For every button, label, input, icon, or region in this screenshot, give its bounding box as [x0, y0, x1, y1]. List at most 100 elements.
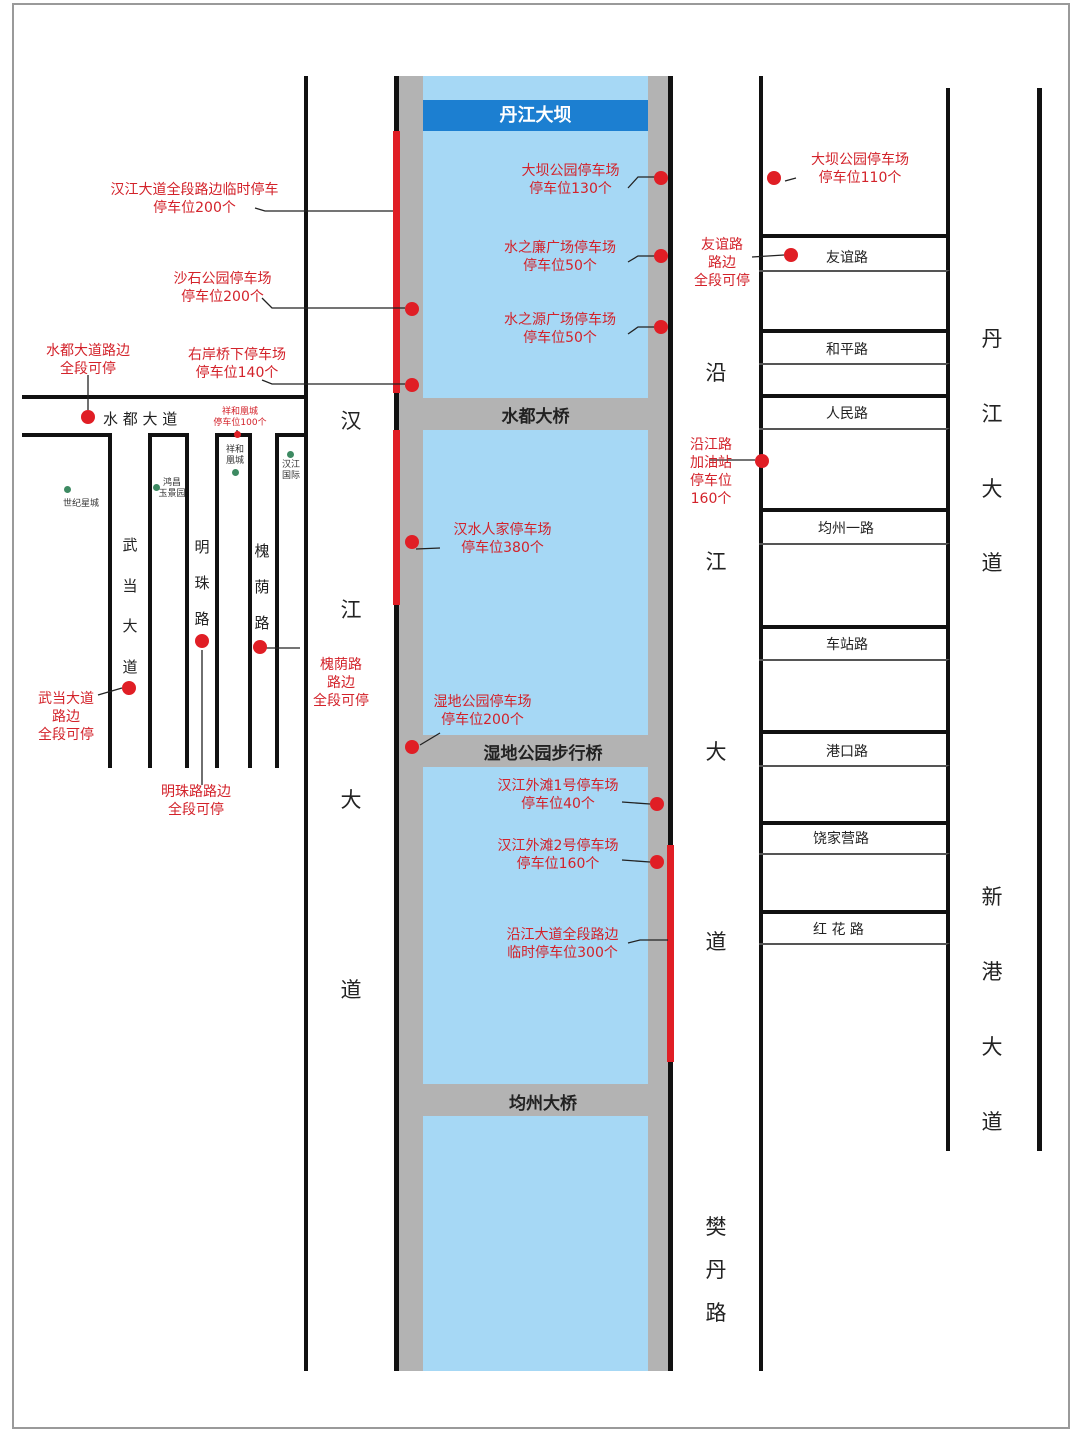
shuidu-ave-south-line	[22, 433, 108, 437]
parking-marker-shuizhiyuan[interactable]	[654, 320, 668, 334]
street-wudang-3: 大	[122, 617, 138, 635]
yanjiang-ave-east-line	[759, 76, 763, 1371]
river-section-4	[423, 1116, 648, 1371]
street-yanjiang-2: 江	[705, 550, 727, 574]
street-danjiang-4: 道	[981, 551, 1003, 575]
label-youan: 右岸桥下停车场 停车位140个	[188, 347, 286, 381]
label-waitan1: 汉江外滩1号停车场 停车位40个	[497, 778, 619, 812]
wudang-west-line	[108, 433, 112, 768]
parking-marker-daba-east[interactable]	[767, 171, 781, 185]
mingzhu-west-line	[185, 433, 189, 768]
hanjiang-ave-west-line	[304, 76, 308, 1371]
street-fandan-1: 樊	[705, 1215, 727, 1239]
street-xingang-2: 港	[981, 960, 1003, 984]
street-xingang-1: 新	[981, 885, 1003, 909]
label-gas-station: 沿江路 加油站 停车位 160个	[690, 437, 732, 507]
dam-label-box: 丹江大坝	[423, 100, 648, 131]
parking-marker-youyi[interactable]	[784, 248, 798, 262]
block-row-4	[759, 428, 950, 512]
label-mingzhu-roadside: 明珠路路边 全段可停	[161, 784, 231, 818]
street-mingzhu-3: 路	[194, 610, 210, 628]
parking-marker-youan[interactable]	[405, 378, 419, 392]
street-huaiyin-1: 槐	[254, 542, 270, 560]
street-wudang-4: 道	[122, 658, 138, 676]
parking-marker-waitan2[interactable]	[650, 855, 664, 869]
street-xingang-4: 道	[981, 1110, 1003, 1134]
bridge-wetland-label: 湿地公园步行桥	[483, 744, 603, 764]
label-wetland: 湿地公园停车场 停车位200个	[433, 694, 532, 728]
map-frame	[12, 3, 1070, 1429]
wudang-east-line	[148, 433, 152, 768]
block-b-top	[148, 433, 188, 437]
place-dot-xianghe	[232, 469, 239, 476]
label-yanjiang-roadside: 沿江大道全段路边 临时停车位300个	[506, 927, 619, 961]
river-east-bank-line	[668, 76, 673, 1371]
label-hanshui: 汉水人家停车场 停车位380个	[453, 522, 552, 556]
parking-marker-huaiyin[interactable]	[253, 640, 267, 654]
place-dot-hongchang	[153, 484, 160, 491]
road-raojiaying: 饶家营路	[813, 831, 869, 847]
parking-marker-shuizhilian[interactable]	[654, 249, 668, 263]
shuidu-ave-north-line	[22, 395, 308, 399]
label-daba-park-east: 大坝公园停车场 停车位110个	[811, 152, 909, 186]
mingzhu-east-line	[215, 433, 219, 768]
street-mingzhu-1: 明	[194, 538, 210, 556]
street-yanjiang-3: 大	[705, 740, 727, 764]
place-dot-shiji	[64, 486, 71, 493]
street-hanjiang-3: 大	[340, 788, 362, 812]
place-dot-hanjiang-intl	[287, 451, 294, 458]
parking-marker-daba[interactable]	[654, 171, 668, 185]
street-wudang-1: 武	[122, 536, 138, 554]
road-chezhan: 车站路	[826, 637, 868, 653]
label-youyi-roadside: 友谊路 路边 全段可停	[694, 237, 750, 289]
road-youyi: 友谊路	[826, 250, 868, 266]
street-yanjiang-1: 沿	[705, 361, 727, 385]
label-xianghe: 祥和凰城 停车位100个	[213, 407, 267, 428]
block-row-8	[759, 853, 950, 914]
street-hanjiang-1: 汉	[340, 409, 362, 433]
label-huaiyin-roadside: 槐荫路 路边 全段可停	[313, 657, 369, 709]
parking-marker-waitan1[interactable]	[650, 797, 664, 811]
river-section-3	[423, 767, 648, 1084]
road-gangkou: 港口路	[826, 744, 868, 760]
block-c-top	[215, 433, 251, 437]
road-heping: 和平路	[826, 342, 868, 358]
street-fandan-2: 丹	[705, 1258, 727, 1282]
place-shiji: 世纪星城	[62, 499, 99, 509]
place-hongchang: 鸿昌 玉景园	[158, 478, 186, 499]
parking-marker-hanshui[interactable]	[405, 535, 419, 549]
river-section-2	[423, 430, 648, 735]
street-xingang-3: 大	[981, 1035, 1003, 1059]
block-row-3	[759, 363, 950, 398]
label-shuizhiyuan: 水之源广场停车场 停车位50个	[504, 312, 616, 346]
street-yanjiang-4: 道	[705, 930, 727, 954]
block-row-2	[759, 270, 950, 333]
parking-marker-shuidu-roadside[interactable]	[81, 410, 95, 424]
block-d-top	[275, 433, 308, 437]
parking-marker-shashi[interactable]	[405, 302, 419, 316]
hanjiang-roadside-parking-bar-south	[393, 430, 400, 605]
street-wudang-2: 当	[122, 577, 138, 595]
label-shashi: 沙石公园停车场 停车位200个	[173, 271, 272, 305]
label-shuidu-roadside: 水都大道路边 全段可停	[46, 343, 130, 377]
huaiyin-east-line	[275, 433, 279, 768]
yanjiang-roadside-parking-bar	[667, 845, 674, 1062]
parking-marker-gas-station[interactable]	[755, 454, 769, 468]
parking-marker-mingzhu[interactable]	[195, 634, 209, 648]
road-junzhou-1: 均州一路	[818, 521, 874, 537]
hanjiang-roadside-parking-bar-north	[393, 131, 400, 393]
parking-marker-xianghe[interactable]	[234, 431, 241, 438]
bridge-junzhou-label: 均州大桥	[509, 1094, 577, 1114]
block-row-9	[759, 943, 950, 949]
parking-marker-wetland[interactable]	[405, 740, 419, 754]
street-huaiyin-2: 荫	[254, 578, 270, 596]
road-renmin: 人民路	[826, 406, 868, 422]
street-hanjiang-4: 道	[340, 978, 362, 1002]
street-huaiyin-3: 路	[254, 614, 270, 632]
huaiyin-west-line	[248, 433, 252, 768]
river-west-bank-line	[394, 76, 399, 1371]
parking-marker-wudang[interactable]	[122, 681, 136, 695]
label-hanjiang-roadside: 汉江大道全段路边临时停车 停车位200个	[110, 182, 279, 216]
place-hanjiang-intl: 汉江 国际	[281, 460, 300, 481]
